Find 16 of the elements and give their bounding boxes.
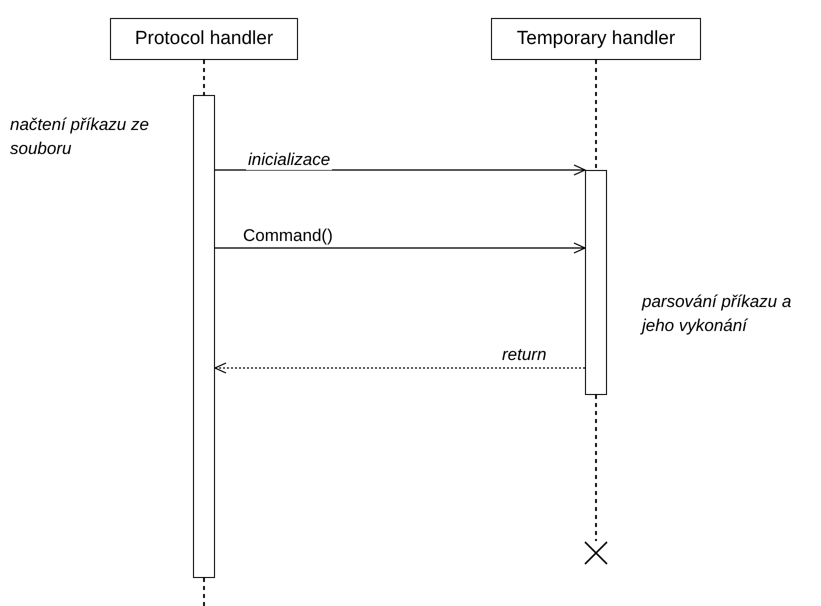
message-arrow	[215, 164, 586, 176]
activation-bar	[193, 95, 215, 578]
edge-label: Command()	[241, 226, 335, 246]
lifeline	[203, 578, 205, 606]
edge-label: inicializace	[246, 150, 332, 170]
lifeline-box: Protocol handler	[110, 18, 298, 60]
message-arrow	[214, 362, 585, 374]
lifeline-box: Temporary handler	[491, 18, 701, 60]
destruction-cross	[584, 541, 608, 565]
lifeline	[595, 60, 597, 170]
lifeline	[203, 60, 205, 95]
note-text: načtení příkazu ze souboru	[10, 114, 150, 160]
note-text: parsování příkazu a jeho vykonání	[642, 291, 792, 337]
message-arrow	[215, 242, 586, 254]
activation-bar	[585, 170, 607, 395]
lifeline	[595, 395, 597, 541]
